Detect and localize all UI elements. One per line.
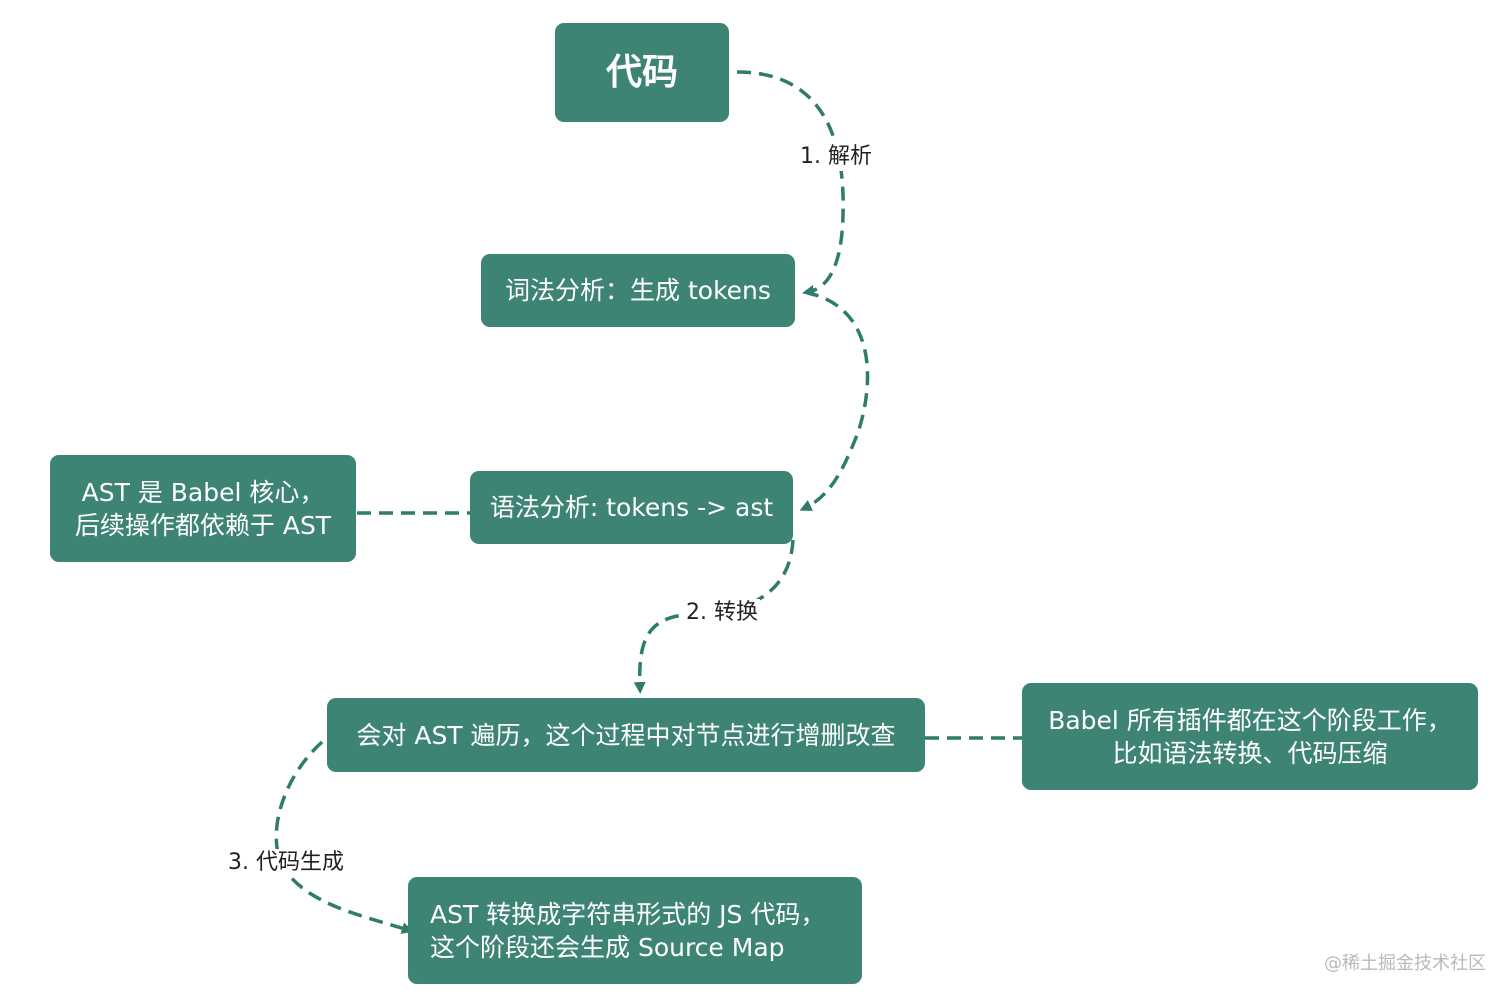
node-plugins-line2: 比如语法转换、代码压缩 [1112,738,1388,768]
node-code-generation: AST 转换成字符串形式的 JS 代码， 这个阶段还会生成 Source Map [408,877,862,984]
node-syntax-analysis-label: 语法分析: tokens -> ast [489,493,774,522]
node-ast-core-line1: AST 是 Babel 核心， [81,477,325,507]
edge-lexical-to-syntax [799,290,870,511]
edge-label-transform: 2. 转换 [684,599,760,627]
node-code-generation-line1: AST 转换成字符串形式的 JS 代码， [430,899,826,929]
node-code: 代码 [555,23,729,122]
node-code-label: 代码 [605,52,678,93]
node-traverse-label: 会对 AST 遍历，这个过程中对节点进行增删改查 [356,720,896,750]
node-code-generation-line2: 这个阶段还会生成 Source Map [430,932,785,962]
node-ast-core-line2: 后续操作都依赖于 AST [74,510,332,540]
edge-code-to-lexical [736,70,845,297]
node-traverse: 会对 AST 遍历，这个过程中对节点进行增删改查 [327,698,925,772]
watermark: @稀土掘金技术社区 [1324,953,1486,974]
node-ast-core-note: AST 是 Babel 核心， 后续操作都依赖于 AST [50,455,356,562]
edge-label-parse: 1. 解析 [798,143,874,171]
node-syntax-analysis: 语法分析: tokens -> ast [470,471,793,544]
node-plugins-note: Babel 所有插件都在这个阶段工作， 比如语法转换、代码压缩 [1022,683,1478,790]
edge-label-codegen: 3. 代码生成 [226,849,346,877]
node-plugins-line1: Babel 所有插件都在这个阶段工作， [1048,705,1452,735]
node-lexical-analysis: 词法分析：生成 tokens [481,254,795,327]
node-lexical-analysis-label: 词法分析：生成 tokens [505,276,771,305]
